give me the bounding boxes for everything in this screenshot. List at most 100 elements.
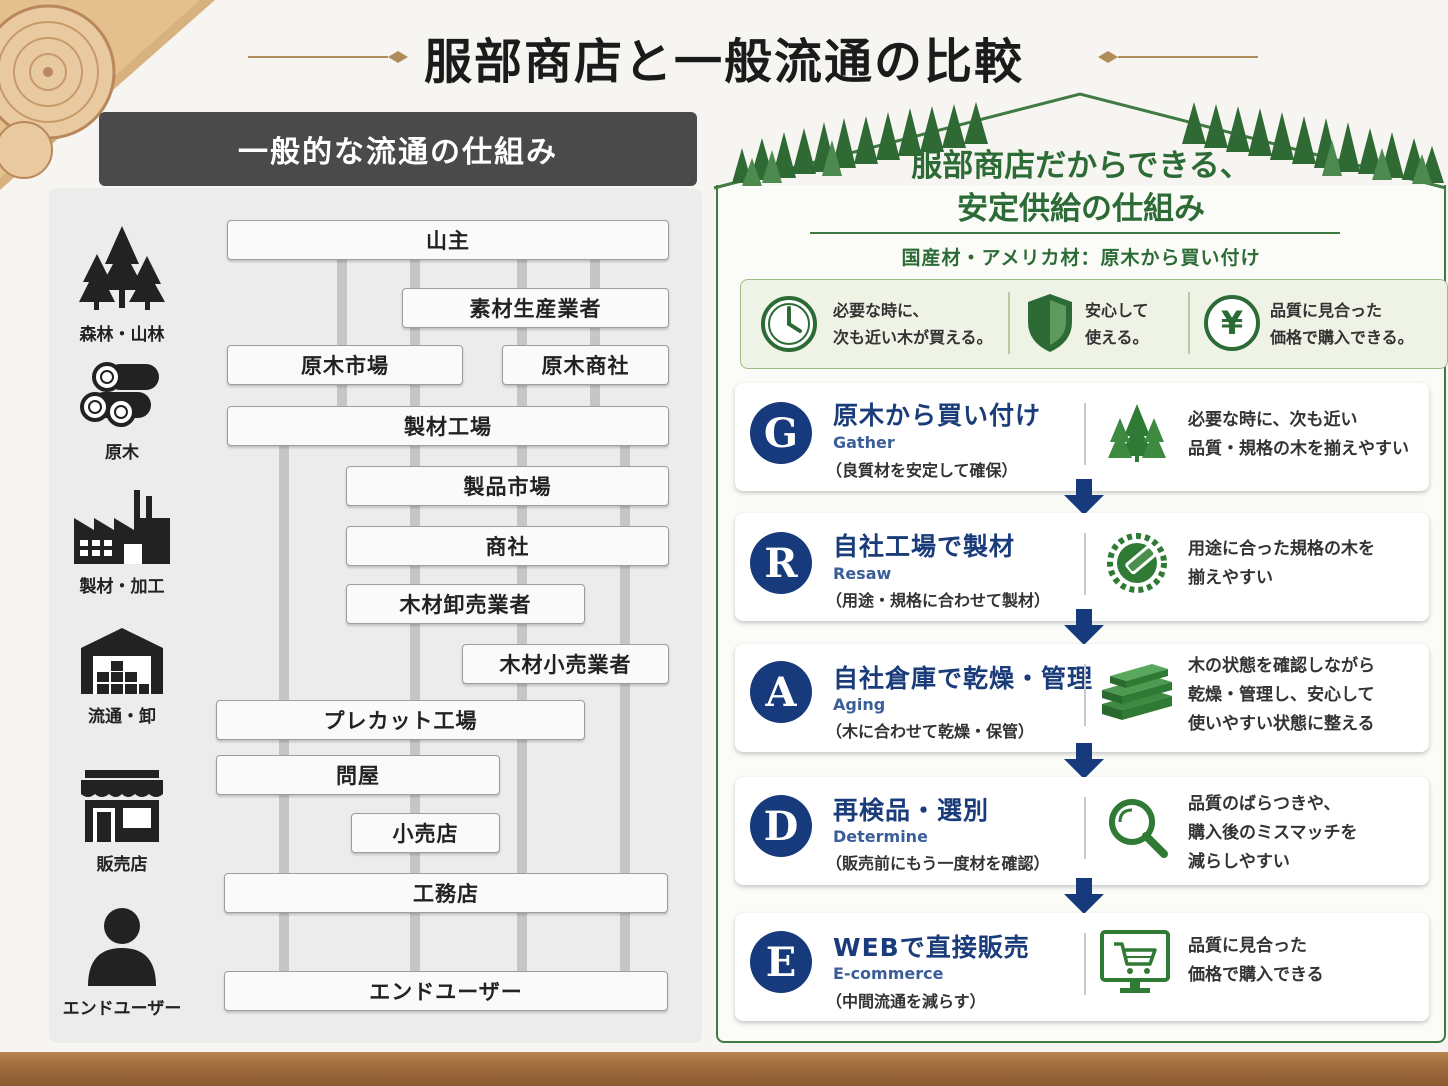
node-koumuten: 工務店 (224, 873, 668, 913)
flow-arrow-icon (1064, 479, 1104, 515)
stage-label: 原木 (105, 443, 139, 463)
stage-factory: 製材・加工 (62, 488, 182, 597)
step-note: （良質材を安定して確保） (826, 461, 1018, 480)
node-shosha: 商社 (346, 526, 669, 566)
flow-arrow-icon (1064, 743, 1104, 779)
step-title: 自社倉庫で乾燥・管理 (833, 664, 1094, 693)
node-seihin: 製品市場 (346, 466, 669, 506)
node-genboku-ichiba: 原木市場 (227, 345, 463, 385)
benefit-line: 使える。 (1085, 328, 1149, 347)
person-icon (88, 908, 156, 986)
card-divider (1084, 533, 1086, 595)
logs-icon (80, 362, 159, 427)
store-icon (81, 770, 163, 842)
step-badge: E (750, 931, 812, 993)
forest-roof-decoration (713, 92, 1447, 190)
benefit-line: 安心して (1085, 301, 1149, 320)
step-desc-line: 木の状態を確認しながら (1188, 656, 1375, 676)
step-badge: A (750, 661, 812, 723)
card-divider (1084, 797, 1086, 859)
step-desc-line: 価格で購入できる (1188, 965, 1324, 985)
step-desc: 品質に見合った 価格で購入できる (1188, 932, 1324, 990)
card-divider (1084, 403, 1086, 465)
step-note: （木に合わせて乾燥・保管） (826, 722, 1035, 741)
step-desc: 必要な時に、次も近い 品質・規格の木を揃えやすい (1188, 406, 1409, 464)
step-desc: 用途に合った規格の木を 揃えやすい (1188, 535, 1375, 593)
step-note: （用途・規格に合わせて製材） (826, 591, 1051, 610)
step-desc-line: 必要な時に、次も近い (1188, 410, 1358, 430)
card-divider (1084, 664, 1086, 726)
step-title: 再検品・選別 (833, 796, 990, 825)
step-card-resaw (735, 513, 1429, 621)
step-desc-line: 購入後のミスマッチを (1188, 823, 1358, 843)
step-title: 原木から買い付け (833, 401, 1042, 430)
step-note: （中間流通を減らす） (826, 992, 986, 1011)
step-card-determine (735, 777, 1429, 885)
stage-warehouse: 流通・卸 (62, 624, 182, 727)
title-ornament-right (1098, 51, 1258, 63)
hattori-title-line2: 安定供給の仕組み (957, 191, 1205, 227)
hattori-title-line1: 服部商店だからできる、 (911, 148, 1251, 184)
card-divider (1084, 933, 1086, 995)
node-sozai: 素材生産業者 (402, 288, 669, 328)
forest-icon (79, 226, 165, 310)
node-precut: プレカット工場 (216, 700, 585, 740)
benefit-3: 品質に見合った 価格で購入できる。 (1270, 297, 1414, 351)
node-genboku-shosha: 原木商社 (502, 345, 669, 385)
hattori-title: 服部商店だからできる、 安定供給の仕組み (716, 145, 1446, 231)
benefit-1: 必要な時に、 次も近い木が買える。 (833, 297, 993, 351)
cart-monitor-icon (1100, 930, 1170, 993)
stage-label: 流通・卸 (88, 707, 156, 727)
step-en: Determine (833, 827, 928, 846)
yen-icon: ¥ (1204, 295, 1260, 351)
stage-label: 販売店 (96, 855, 148, 875)
flow-arrow-icon (1064, 609, 1104, 645)
clock-icon (761, 296, 817, 352)
flow-line (410, 258, 420, 408)
step-desc-line: 品質に見合った (1188, 936, 1307, 956)
node-tonya: 問屋 (216, 755, 500, 795)
benefit-divider (1008, 292, 1010, 354)
stage-enduser: エンドユーザー (55, 904, 189, 1019)
step-desc-line: 減らしやすい (1188, 852, 1290, 872)
step-badge: G (750, 402, 812, 464)
step-en: Aging (833, 695, 886, 714)
wood-floor-decoration (0, 1052, 1448, 1086)
benefit-line: 価格で購入できる。 (1270, 328, 1414, 347)
hattori-subtitle: 国産材・アメリカ材：原木から買い付け (901, 247, 1261, 269)
svg-text:¥: ¥ (1221, 304, 1243, 342)
shield-icon (1028, 294, 1072, 352)
step-desc-line: 揃えやすい (1188, 568, 1273, 588)
flow-line (517, 258, 527, 408)
step-desc: 品質のばらつきや、 購入後のミスマッチを 減らしやすい (1188, 790, 1358, 877)
node-yamanushi: 山主 (227, 220, 669, 260)
step-desc: 木の状態を確認しながら 乾燥・管理し、安心して 使いやすい状態に整える (1188, 652, 1375, 739)
wood-corner-decoration (0, 0, 215, 190)
stage-forest: 森林・山林 (62, 224, 182, 345)
general-distribution-header: 一般的な流通の仕組み (99, 112, 697, 186)
step-title: WEBで直接販売 (833, 933, 1030, 962)
node-kouri: 木材小売業者 (462, 644, 669, 684)
step-desc-line: 品質のばらつきや、 (1188, 794, 1341, 814)
step-badge: D (750, 795, 812, 857)
benefit-line: 次も近い木が買える。 (833, 328, 993, 347)
step-en: E-commerce (833, 964, 944, 983)
step-badge: R (750, 532, 812, 594)
node-kouriten: 小売店 (351, 813, 500, 853)
warehouse-icon (81, 628, 163, 694)
step-en: Resaw (833, 564, 892, 583)
node-enduser: エンドユーザー (224, 971, 668, 1011)
stage-label: 製材・加工 (79, 577, 165, 597)
stage-logs: 原木 (62, 360, 182, 463)
benefit-2: 安心して 使える。 (1085, 297, 1149, 351)
magnifier-icon (1109, 799, 1168, 858)
flow-arrow-icon (1064, 878, 1104, 914)
lumber-stack-icon (1102, 664, 1172, 720)
factory-icon (74, 490, 170, 564)
title-divider (810, 232, 1340, 234)
flow-line (620, 445, 630, 975)
benefits-box (740, 279, 1448, 369)
flow-line (590, 258, 600, 408)
step-title: 自社工場で製材 (833, 532, 1016, 561)
title-ornament-left (248, 51, 408, 63)
